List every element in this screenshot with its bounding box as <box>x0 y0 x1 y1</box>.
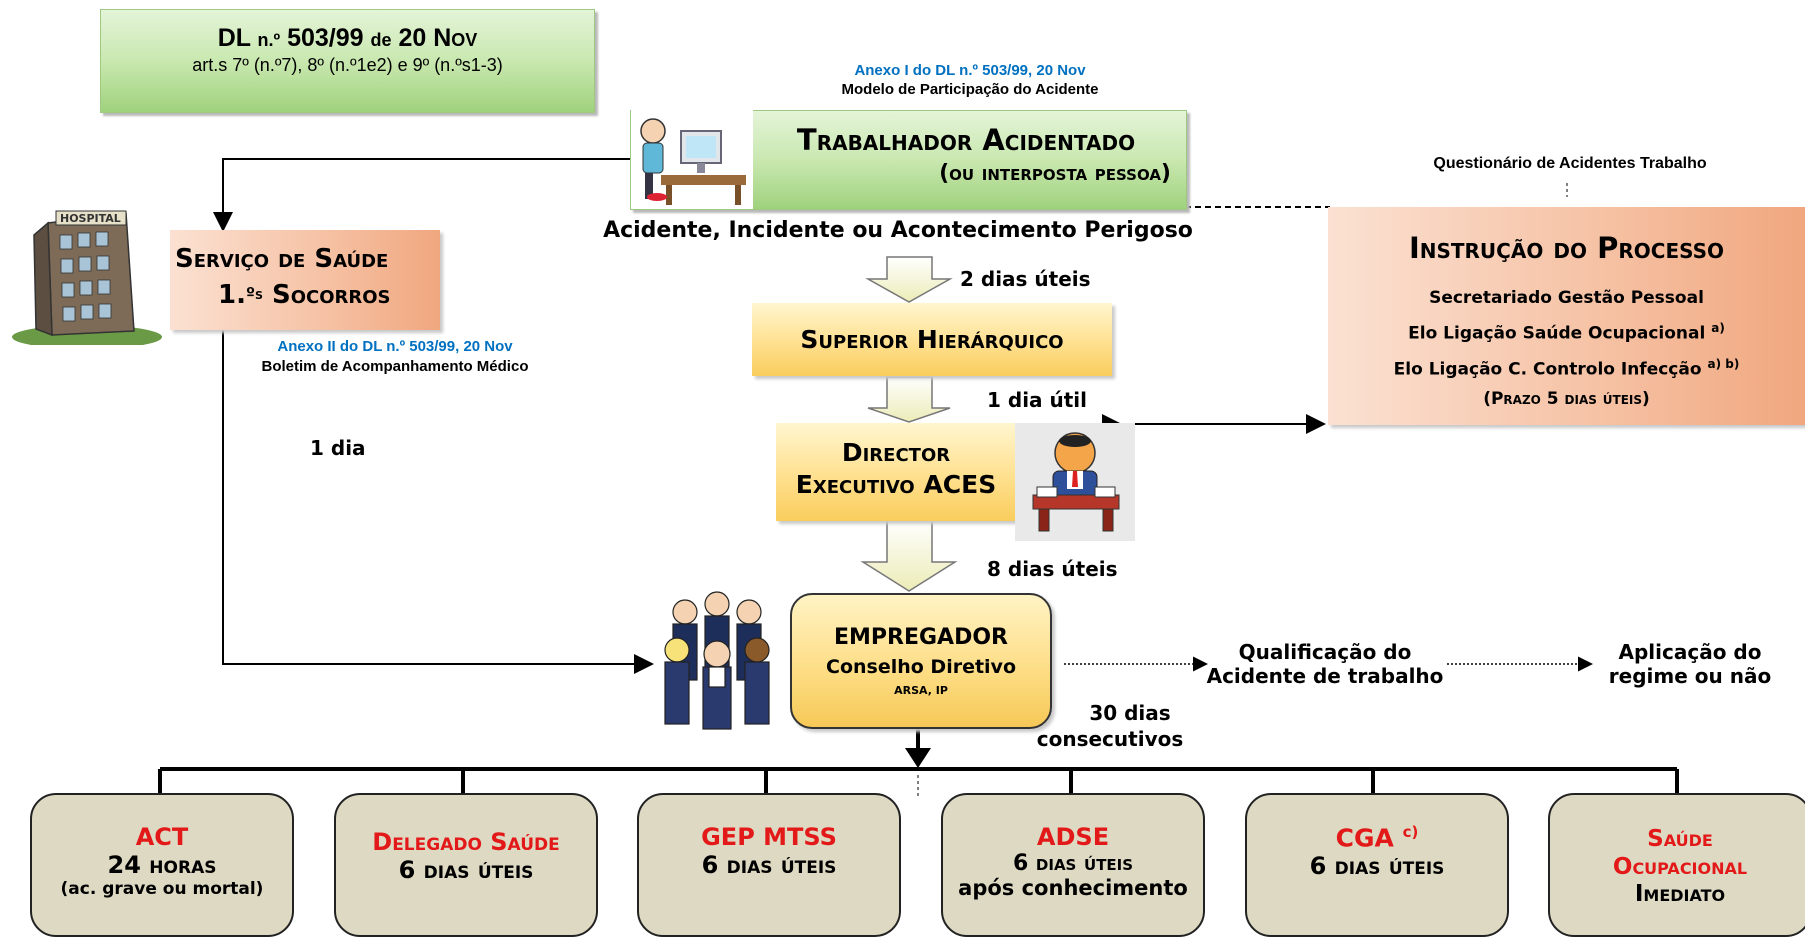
health-service-subtitle: 1.ºs Socorros <box>218 280 391 310</box>
employer-box: EMPREGADOR Conselho Diretivo ARSA, IP <box>790 593 1052 729</box>
instruction-item-1: Secretariado Gestão Pessoal <box>1429 288 1704 308</box>
worker-title: Trabalhador Acidentado <box>796 123 1136 157</box>
recipient-saude-ocupacional: Saúde Ocupacional Imediato <box>1548 793 1805 937</box>
worker-subtitle: (ou interposta pessoa) <box>939 161 1171 186</box>
health-service-box: Serviço de Saúde 1.ºs Socorros <box>170 230 440 330</box>
annex-1-note: Anexo I do DL n.º 503/99, 20 Nov Modelo … <box>780 61 1160 99</box>
annex-1-reference: Anexo I do DL n.º 503/99, 20 Nov <box>854 62 1086 79</box>
annex-2-reference: Anexo II do DL n.º 503/99, 20 Nov <box>277 338 513 355</box>
employer-org: ARSA, IP <box>894 684 948 697</box>
legal-reference-box: DL n.º 503/99 de 20 Nov art.s 7º (n.º7),… <box>100 9 595 113</box>
qualification-label: Qualificação do Acidente de trabalho <box>1206 640 1444 688</box>
application-label: Aplicação do regime ou não <box>1608 640 1772 688</box>
deadline-1-day-util: 1 dia útil <box>987 388 1088 412</box>
block-arrow-2 <box>867 376 951 423</box>
deadline-1-day: 1 dia <box>310 436 366 460</box>
instruction-deadline: (Prazo 5 dias úteis) <box>1483 389 1650 410</box>
legal-reference-subtitle: art.s 7º (n.º7), 8º (n.º1e2) e 9º (n.ºs1… <box>192 55 503 75</box>
hospital-building-icon: HOSPITAL <box>6 205 168 349</box>
instruction-item-3: Elo Ligação C. Controlo Infecção a) b) <box>1393 356 1740 380</box>
director-title: Director <box>841 438 951 467</box>
deadline-8-days: 8 dias úteis <box>987 557 1118 581</box>
recipient-delegado-saude: Delegado Saúde 6 dias úteis <box>334 793 598 937</box>
annex-1-document: Modelo de Participação do Acidente <box>841 81 1099 98</box>
annex-2-document: Boletim de Acompanhamento Médico <box>261 358 529 375</box>
recipient-gep-mtss: GEP MTSS 6 dias úteis <box>637 793 901 937</box>
worker-at-computer-icon <box>631 109 753 209</box>
connector-health-employer <box>222 330 654 674</box>
employer-title: EMPREGADOR <box>833 625 1008 650</box>
recipient-act: ACT 24 horas (ac. grave ou mortal) <box>30 793 294 937</box>
instruction-item-2: Elo Ligação Saúde Ocupacional a) <box>1408 321 1725 344</box>
director-subtitle: Executivo ACES <box>795 470 997 499</box>
instruction-list: Secretariado Gestão Pessoal Elo Ligação … <box>1328 283 1805 414</box>
deadline-2-days: 2 dias úteis <box>960 267 1091 291</box>
block-arrow-1 <box>865 256 953 303</box>
deadline-30-days: 30 dias consecutivos <box>1036 701 1184 751</box>
health-service-title: Serviço de Saúde <box>175 244 389 274</box>
svg-text:HOSPITAL: HOSPITAL <box>60 212 121 225</box>
recipient-cga: CGA c) 6 dias úteis <box>1245 793 1509 937</box>
legal-reference-title: DL n.º 503/99 de 20 Nov <box>217 24 478 52</box>
event-label: Acidente, Incidente ou Acontecimento Per… <box>603 218 1193 243</box>
director-box: Director Executivo ACES <box>776 423 1016 521</box>
group-of-people-icon <box>655 590 780 736</box>
annex-2-note: Anexo II do DL n.º 503/99, 20 Nov Boleti… <box>220 337 570 377</box>
instruction-title: Instrução do Processo <box>1408 231 1725 265</box>
executive-at-desk-icon <box>1015 423 1135 541</box>
superior-box: Superior Hierárquico <box>752 303 1112 376</box>
employer-subtitle: Conselho Diretivo <box>826 656 1016 678</box>
recipient-adse: ADSE 6 dias úteis após conhecimento <box>941 793 1205 937</box>
instruction-box: Instrução do Processo Secretariado Gestã… <box>1328 207 1805 425</box>
connector-worker-health <box>213 158 630 232</box>
block-arrow-3 <box>860 519 958 592</box>
worker-box: Trabalhador Acidentado (ou interposta pe… <box>630 109 1187 210</box>
questionnaire-label: Questionário de Acidentes Trabalho <box>1433 155 1707 172</box>
